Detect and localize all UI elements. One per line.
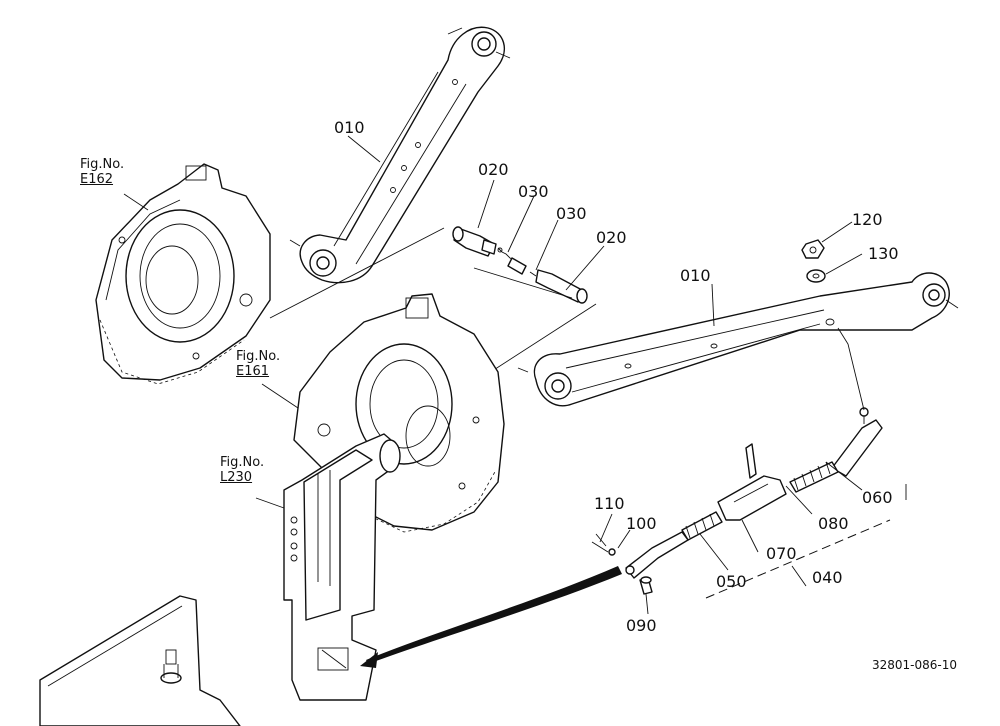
part-label-020-lower: 020 (596, 228, 627, 247)
part-label-100: 100 (626, 514, 657, 533)
part-label-010-upper: 010 (334, 118, 365, 137)
bracket-l230 (283, 433, 401, 701)
part-label-120: 120 (852, 210, 883, 229)
frame-bottom (39, 595, 241, 726)
fig-ref-e161-prefix: Fig.No. (236, 349, 281, 364)
part-label-040: 040 (812, 568, 843, 587)
part-label-020-upper: 020 (478, 160, 509, 179)
part-label-050: 050 (716, 572, 747, 591)
part-label-030-upper: 030 (518, 182, 549, 201)
pin-assembly (452, 226, 588, 304)
subassembly-bracket-040 (705, 519, 891, 599)
part-label-080: 080 (818, 514, 849, 533)
fig-ref-e162: Fig.No. E162 (80, 157, 125, 188)
part-label-010-lower: 010 (680, 266, 711, 285)
fig-ref-l230: Fig.No. L230 (220, 455, 265, 486)
part-label-090: 090 (626, 616, 657, 635)
part-label-060: 060 (862, 488, 893, 507)
detail-arrow (360, 566, 622, 668)
lift-link-lower (517, 272, 959, 407)
document-number: 32801-086-10 (872, 658, 958, 672)
fig-ref-e161-code: E161 (236, 363, 270, 379)
part-label-130: 130 (868, 244, 899, 263)
fig-ref-l230-prefix: Fig.No. (220, 455, 265, 470)
fig-ref-e161: Fig.No. E161 (236, 349, 281, 380)
fig-ref-l230-code: L230 (220, 469, 253, 485)
part-label-070: 070 (766, 544, 797, 563)
fig-ref-e162-prefix: Fig.No. (80, 157, 125, 172)
part-label-030-lower: 030 (556, 204, 587, 223)
lift-link-upper (289, 26, 511, 284)
housing-e162 (95, 163, 271, 385)
part-label-110: 110 (594, 494, 625, 513)
fig-ref-e162-code: E162 (80, 171, 114, 187)
check-chain-assembly (591, 327, 883, 595)
leader-lines (123, 135, 863, 615)
nut-and-washer (801, 239, 826, 283)
